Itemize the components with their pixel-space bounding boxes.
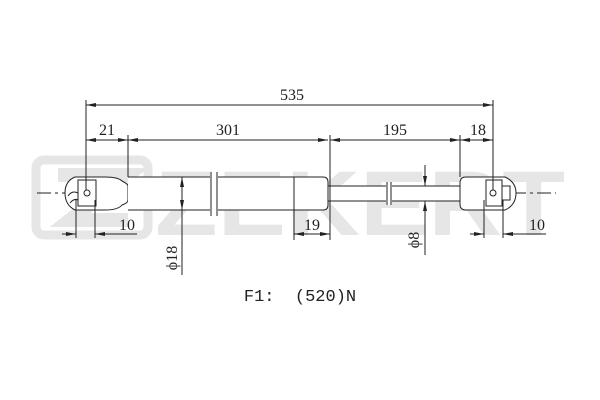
force-label: F1: (520)N	[244, 288, 356, 307]
dim-right-offset-label: 18	[470, 122, 486, 139]
dim-right-eye-label: 10	[529, 217, 545, 234]
piston-rod	[327, 185, 461, 202]
left-eye-hole	[83, 189, 91, 197]
dim-tube-label: 301	[216, 122, 240, 139]
cylinder-tube	[128, 176, 329, 211]
right-eye-block	[485, 179, 503, 207]
dim-overall-label: 535	[280, 87, 304, 104]
dim-rod-label: 195	[383, 122, 407, 139]
right-end-fitting	[459, 176, 517, 211]
dim-left-eye-label: 10	[119, 217, 135, 234]
dim-tube-diameter-label: ϕ18	[164, 246, 181, 270]
dim-left-offset-label: 21	[99, 122, 115, 139]
dim-tube-end-label: 19	[304, 217, 320, 234]
dim-rod-diameter-label: ϕ8	[406, 232, 423, 248]
